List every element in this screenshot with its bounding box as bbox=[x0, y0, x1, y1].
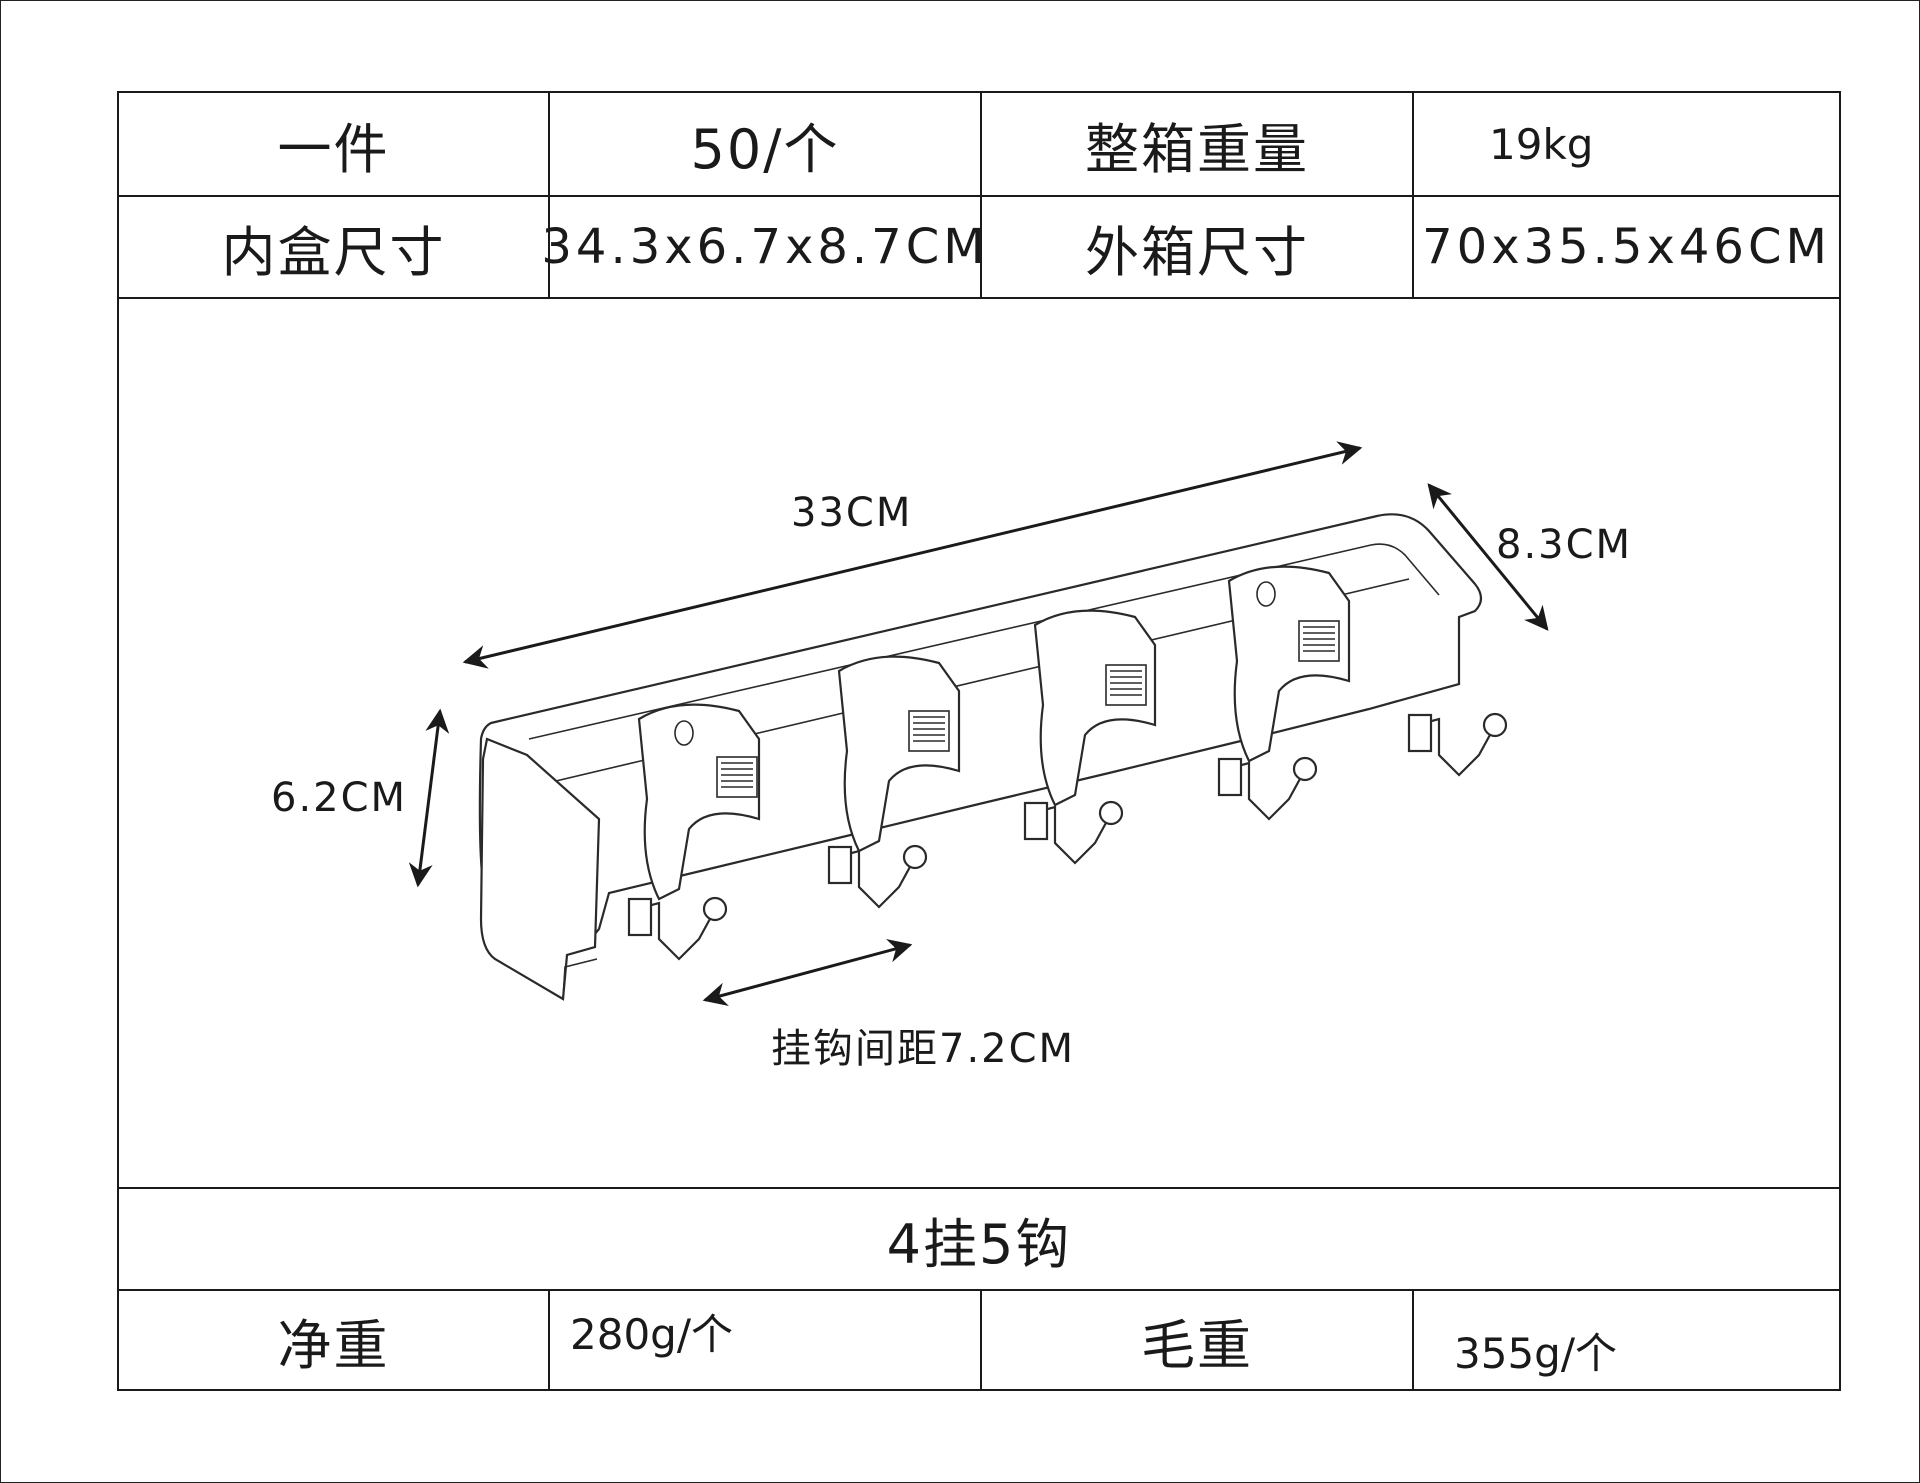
row-divider bbox=[119, 195, 1839, 197]
height-dimension-arrow bbox=[408, 708, 450, 888]
carton-weight-label: 整箱重量 bbox=[1085, 117, 1309, 181]
column-divider bbox=[548, 93, 550, 297]
depth-dimension-arrow bbox=[1427, 483, 1549, 631]
row-divider bbox=[119, 1187, 1839, 1189]
column-divider bbox=[1412, 93, 1414, 297]
carton-weight-value: 19kg bbox=[1489, 119, 1594, 169]
rack-body bbox=[478, 513, 1483, 1001]
row-divider bbox=[119, 297, 1839, 299]
depth-dimension-label: 8.3CM bbox=[1496, 522, 1632, 568]
height-dimension-label: 6.2CM bbox=[271, 775, 407, 821]
column-divider bbox=[980, 93, 982, 297]
gross-weight-value: 355g/个 bbox=[1454, 1328, 1617, 1378]
column-divider bbox=[1412, 1289, 1414, 1391]
net-weight-label: 净重 bbox=[277, 1313, 390, 1377]
hook-spacing-label: 挂钩间距7.2CM bbox=[771, 1026, 1075, 1072]
row-divider bbox=[119, 1289, 1839, 1291]
gripper-blocks bbox=[716, 620, 1340, 798]
unit-label: 一件 bbox=[277, 117, 390, 181]
column-divider bbox=[548, 1289, 550, 1391]
length-dimension-arrow bbox=[462, 441, 1363, 669]
product-description: 4挂5钩 bbox=[886, 1212, 1072, 1276]
length-dimension-label: 33CM bbox=[791, 490, 912, 536]
outer-carton-size-value: 70x35.5x46CM bbox=[1422, 219, 1831, 275]
spec-sheet: 一件 50/个 整箱重量 19kg 内盒尺寸 34.3x6.7x8.7CM 外箱… bbox=[117, 91, 1841, 1391]
units-per-carton: 50/个 bbox=[690, 117, 840, 181]
column-divider bbox=[980, 1289, 982, 1391]
product-drawing: 33CM 8.3CM 6.2CM 挂钩间距7.2CM bbox=[271, 441, 1632, 1072]
inner-box-size-label: 内盒尺寸 bbox=[221, 220, 446, 284]
inner-box-size-value: 34.3x6.7x8.7CM bbox=[541, 219, 989, 275]
clamp-pockets bbox=[637, 565, 1351, 901]
net-weight-value: 280g/个 bbox=[570, 1309, 733, 1359]
outer-carton-size-label: 外箱尺寸 bbox=[1085, 220, 1309, 284]
hook-spacing-arrow bbox=[702, 939, 913, 1006]
gross-weight-label: 毛重 bbox=[1141, 1313, 1253, 1377]
hooks bbox=[627, 712, 1508, 961]
